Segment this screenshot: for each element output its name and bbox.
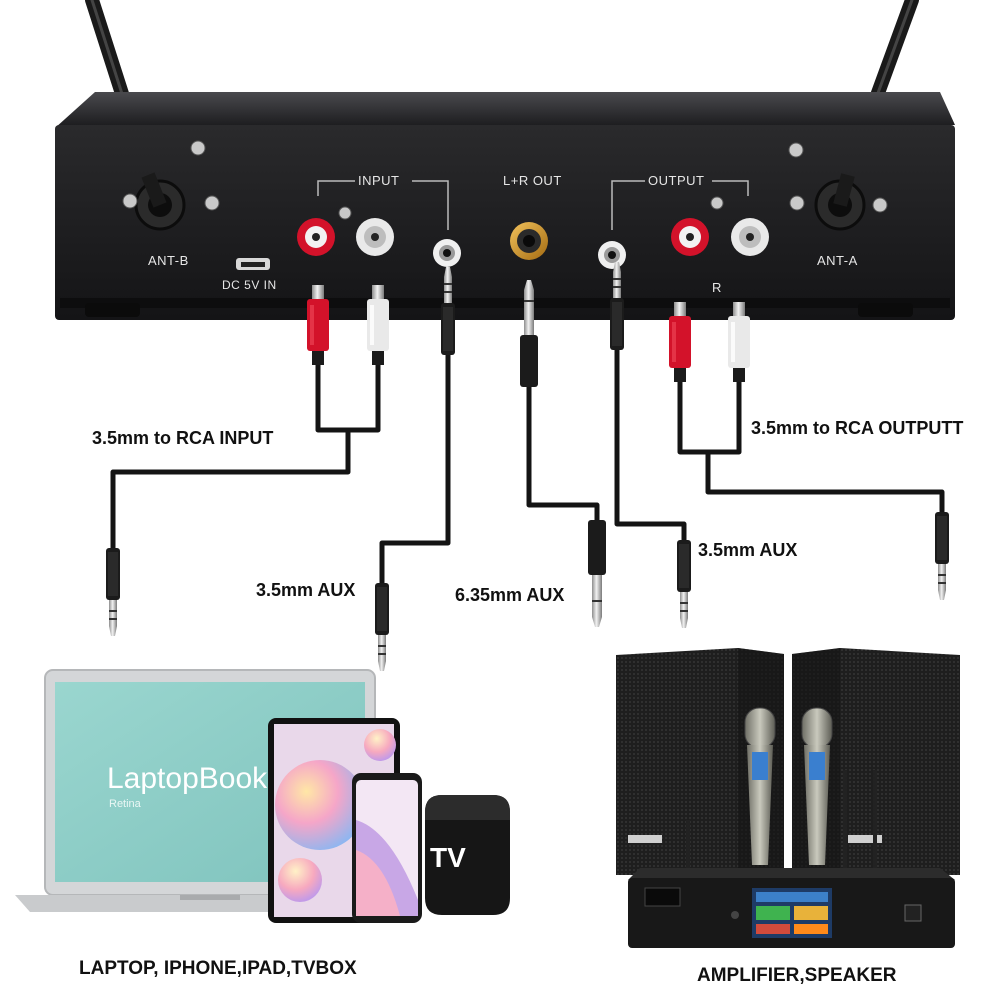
- receiver-back-panel: [55, 92, 955, 320]
- lr-out-jack: [510, 222, 548, 260]
- input-rca-white-jack: [356, 218, 394, 256]
- microphone-left: [744, 707, 776, 865]
- phone: [352, 773, 422, 923]
- aux-left-35-plug: [375, 583, 389, 671]
- output-rca-white-jack: [731, 218, 769, 256]
- cables: [110, 350, 945, 583]
- aux-left-label: 3.5mm AUX: [256, 580, 356, 600]
- input-bracket: [317, 180, 449, 230]
- plug-635-top: [520, 280, 538, 387]
- dc-5v-usb-port: [236, 258, 270, 270]
- rca-output-label: 3.5mm to RCA OUTPUTT: [751, 418, 964, 438]
- tv-box-label: TV: [430, 842, 466, 873]
- lr-out-label: L+R OUT: [503, 173, 562, 188]
- ant-a-label: ANT-A: [817, 253, 858, 268]
- aux-right-label: 3.5mm AUX: [698, 540, 798, 560]
- plug-635-bottom: [588, 520, 606, 627]
- rca-output-35-plug: [935, 512, 949, 600]
- aux-right-35-plug: [677, 540, 691, 628]
- aux-635-label: 6.35mm AUX: [455, 585, 565, 605]
- laptop-screen-subtitle: Retina: [109, 798, 141, 810]
- input-label: INPUT: [358, 173, 400, 188]
- ant-a-connector: [814, 173, 866, 231]
- outputs-caption: AMPLIFIER,SPEAKER: [697, 965, 897, 986]
- rca-input-label: 3.5mm to RCA INPUT: [92, 428, 274, 448]
- tv-box: [425, 795, 510, 915]
- output-label: OUTPUT: [648, 173, 705, 188]
- output-rca-red-jack: [671, 218, 709, 256]
- output-bracket: [611, 180, 749, 230]
- r-channel-label: R: [712, 280, 722, 295]
- ant-b-label: ANT-B: [148, 253, 189, 268]
- input-aux-jack: [433, 239, 461, 267]
- screws: [122, 140, 888, 220]
- sources-caption: LAPTOP, IPHONE,IPAD,TVBOX: [79, 958, 357, 979]
- input-rca-red-jack: [297, 218, 335, 256]
- output-aux-jack: [598, 241, 626, 269]
- amplifier: [628, 770, 955, 948]
- laptop-screen-title: LaptopBook: [107, 762, 268, 795]
- microphone-right: [801, 707, 833, 865]
- dc-in-label: DC 5V IN: [222, 278, 277, 292]
- rca-input-35-plug: [106, 548, 120, 636]
